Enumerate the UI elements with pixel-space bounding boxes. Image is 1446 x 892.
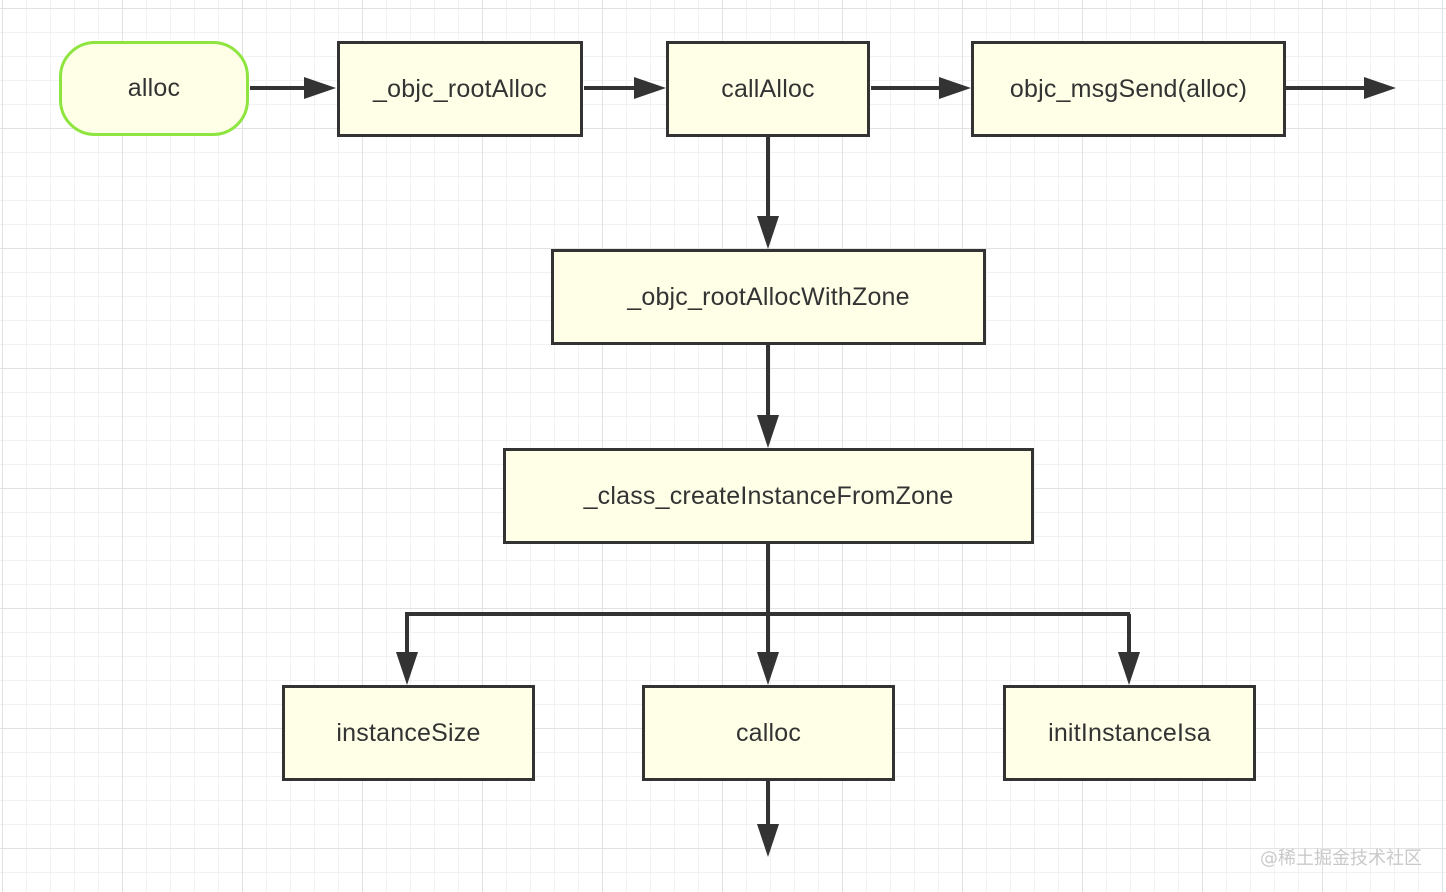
node-callalloc[interactable]: callAlloc [666, 41, 870, 137]
arrowhead-instancesize [396, 652, 418, 685]
node-initinstanceisa-label: initInstanceIsa [1048, 718, 1211, 747]
node-objc-rootallocwithzone-label: _objc_rootAllocWithZone [627, 282, 910, 311]
node-initinstanceisa[interactable]: initInstanceIsa [1003, 685, 1256, 781]
arrowhead-initinstanceisa [1118, 652, 1140, 685]
node-calloc[interactable]: calloc [642, 685, 895, 781]
arrowhead-msgsend-out [1364, 77, 1396, 99]
node-alloc[interactable]: alloc [59, 41, 249, 136]
arrowhead-rootallocwithzone [757, 216, 779, 249]
node-callalloc-label: callAlloc [721, 74, 815, 103]
node-instancesize[interactable]: instanceSize [282, 685, 535, 781]
node-objc-rootalloc-label: _objc_rootAlloc [373, 74, 547, 103]
node-objc-rootalloc[interactable]: _objc_rootAlloc [337, 41, 583, 137]
arrowhead-createinstance [757, 415, 779, 448]
arrowhead-calloc [757, 652, 779, 685]
node-instancesize-label: instanceSize [336, 718, 481, 747]
watermark: @稀土掘金技术社区 [1260, 848, 1422, 869]
arrowhead-callalloc [634, 77, 666, 99]
arrowhead-calloc-out [757, 824, 779, 857]
node-objc-msgsend[interactable]: objc_msgSend(alloc) [971, 41, 1286, 137]
node-class-createinstancefromzone-label: _class_createInstanceFromZone [583, 481, 954, 510]
node-objc-msgsend-label: objc_msgSend(alloc) [1009, 74, 1248, 103]
arrowhead-objc-rootalloc [304, 77, 336, 99]
node-alloc-label: alloc [127, 74, 181, 102]
node-objc-rootallocwithzone[interactable]: _objc_rootAllocWithZone [551, 249, 986, 345]
node-class-createinstancefromzone[interactable]: _class_createInstanceFromZone [503, 448, 1034, 544]
arrowhead-objc-msgsend [939, 77, 971, 99]
node-calloc-label: calloc [735, 718, 802, 747]
